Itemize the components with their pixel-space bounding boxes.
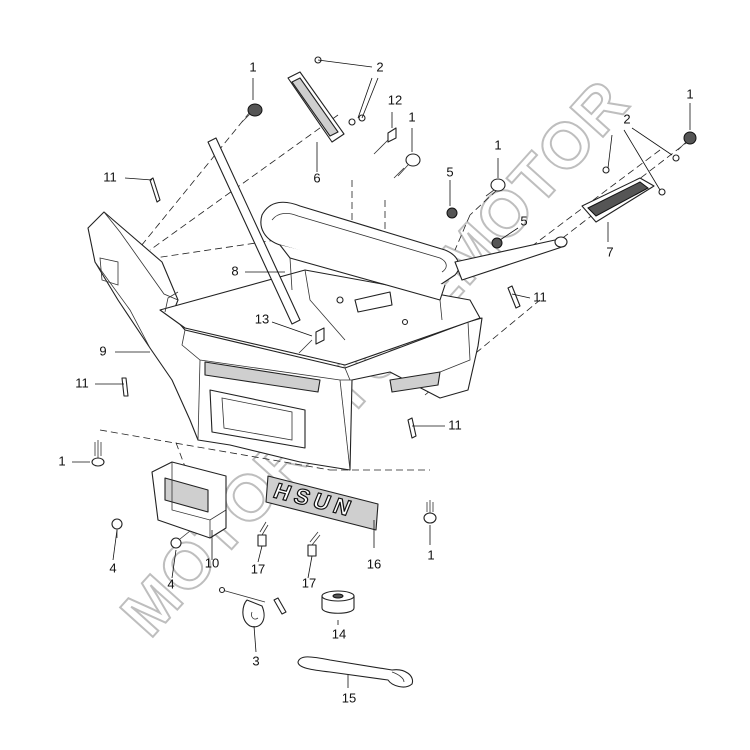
callout-11: 11 xyxy=(448,417,462,432)
callout-5: 5 xyxy=(446,164,453,179)
bolt-1-top-right xyxy=(677,131,697,151)
callout-2: 2 xyxy=(376,59,383,74)
callout-5: 5 xyxy=(520,213,527,228)
callout-16: 16 xyxy=(367,556,381,571)
bolt-13 xyxy=(298,327,325,354)
emblem-text: HSUN xyxy=(270,478,359,521)
nut-5-right xyxy=(491,237,503,249)
pins-11 xyxy=(121,177,521,439)
callout-4: 4 xyxy=(167,576,174,591)
callout-12: 12 xyxy=(388,92,402,107)
callout-15: 15 xyxy=(342,690,356,705)
leader-lines xyxy=(72,59,691,688)
bolt-17-right xyxy=(307,531,321,557)
bolt-4-left xyxy=(111,518,123,538)
bolt-1-mid xyxy=(393,153,421,179)
bolts xyxy=(91,103,697,557)
callout-1: 1 xyxy=(58,453,65,468)
callout-1: 1 xyxy=(408,109,415,124)
callout-13: 13 xyxy=(255,311,269,326)
callout-10: 10 xyxy=(205,555,219,570)
callout-14: 14 xyxy=(332,626,346,641)
bolt-4-center xyxy=(170,530,191,549)
bumper-body xyxy=(87,211,483,471)
tube-guard xyxy=(207,137,568,325)
nut-5-left xyxy=(446,207,458,219)
bolt-12 xyxy=(373,127,397,155)
tool-lever xyxy=(297,656,414,688)
hitch-bracket xyxy=(151,461,227,539)
callout-8: 8 xyxy=(231,263,238,278)
callout-11: 11 xyxy=(103,169,117,184)
bolt-1-lower-left xyxy=(91,440,105,467)
callout-labels: 1 2 12 1 1 2 11 6 5 1 5 7 8 11 13 9 11 1… xyxy=(58,59,693,705)
rubber-block xyxy=(321,590,355,614)
callout-1: 1 xyxy=(249,59,256,74)
callout-1: 1 xyxy=(686,86,693,101)
callout-17: 17 xyxy=(302,575,316,590)
bolt-1-lower-right xyxy=(423,500,437,524)
callout-17: 17 xyxy=(251,561,265,576)
bolt-1-top-left xyxy=(241,103,263,123)
bolt-1-right-mid xyxy=(485,178,506,197)
callout-11: 11 xyxy=(75,375,89,390)
callout-4: 4 xyxy=(109,560,116,575)
callout-6: 6 xyxy=(313,170,320,185)
bolt-17-left xyxy=(257,521,269,547)
callout-2: 2 xyxy=(623,111,630,126)
callout-1: 1 xyxy=(494,137,501,152)
callout-11: 11 xyxy=(533,289,547,304)
reflector-right xyxy=(581,154,680,223)
callout-7: 7 xyxy=(606,244,613,259)
callout-3: 3 xyxy=(252,653,259,668)
shackle xyxy=(218,586,287,628)
callout-1: 1 xyxy=(427,547,434,562)
callout-9: 9 xyxy=(99,343,106,358)
emblem-plate: HSUN xyxy=(265,475,379,531)
reflector-left xyxy=(287,56,366,143)
